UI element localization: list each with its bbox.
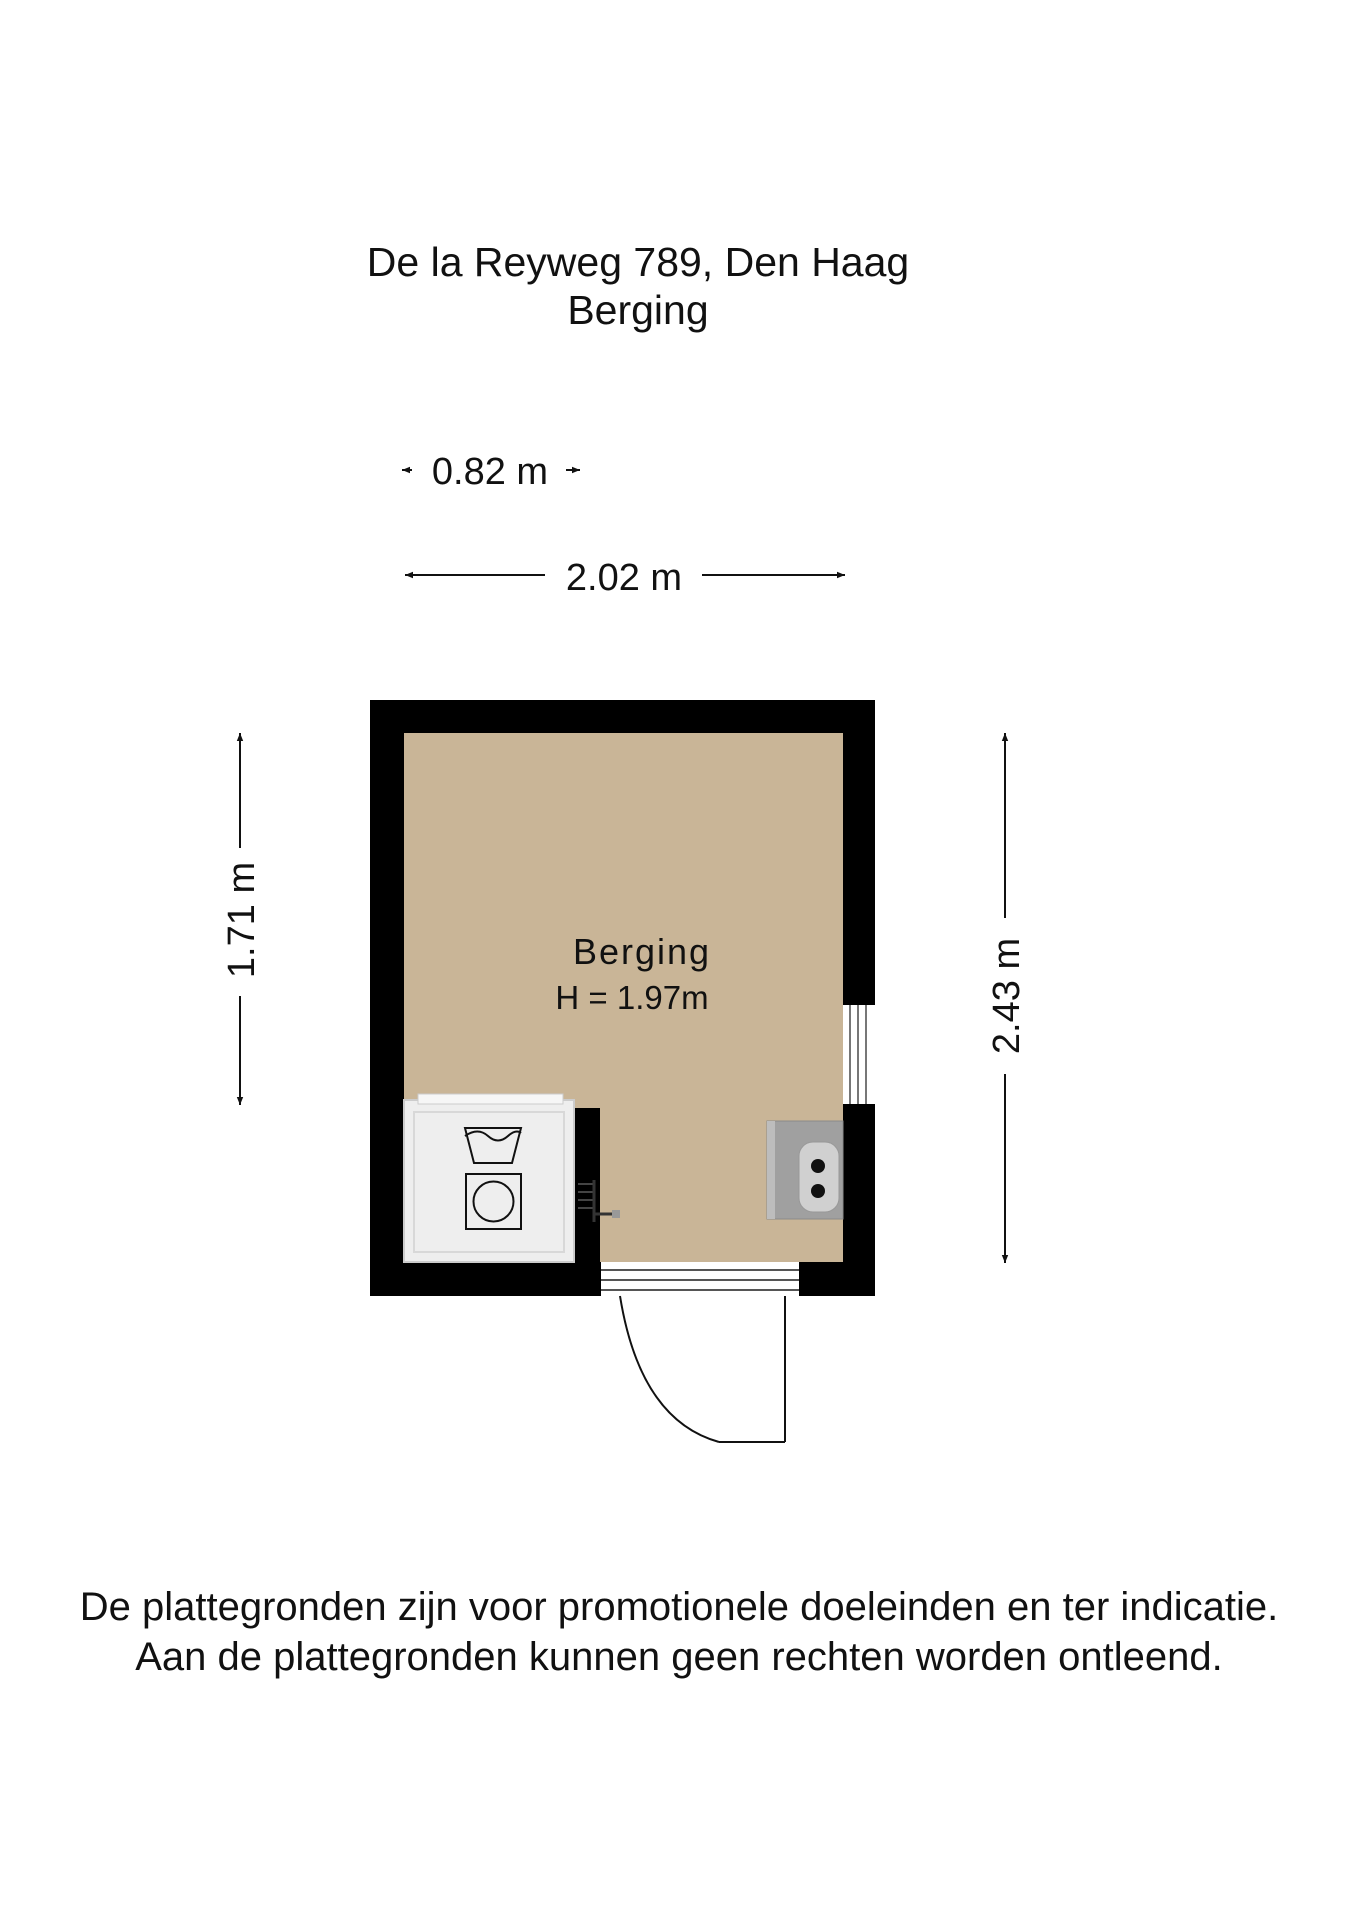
dimension-right-label: 2.43 m — [986, 938, 1028, 1054]
room-height: H = 1.97m — [555, 979, 708, 1016]
dimension-top-small-label: 0.82 m — [432, 451, 548, 493]
dimension-left: 1.71 m — [221, 733, 263, 1105]
sink-icon — [766, 1120, 844, 1220]
dimension-top-small: 0.82 m — [402, 451, 580, 493]
disclaimer-line-1: De plattegronden zijn voor promotionele … — [79, 1585, 1279, 1629]
subtitle: Berging — [567, 287, 709, 333]
door-icon — [601, 1262, 799, 1443]
room-name: Berging — [573, 931, 711, 972]
dimension-top-large: 2.02 m — [405, 557, 845, 599]
disclaimer-line-2: Aan de plattegronden kunnen geen rechten… — [135, 1635, 1223, 1679]
window-icon — [843, 1005, 875, 1104]
dimension-top-large-label: 2.02 m — [566, 557, 682, 599]
valve-icon — [578, 1180, 620, 1222]
address-title: De la Reyweg 789, Den Haag — [366, 239, 910, 285]
dimension-right: 2.43 m — [986, 733, 1028, 1263]
washing-machine-icon — [403, 1093, 575, 1263]
dimension-left-label: 1.71 m — [221, 862, 263, 978]
disclaimer: De plattegronden zijn voor promotionele … — [0, 1582, 1358, 1682]
header: De la Reyweg 789, Den Haag Berging — [0, 238, 1276, 334]
